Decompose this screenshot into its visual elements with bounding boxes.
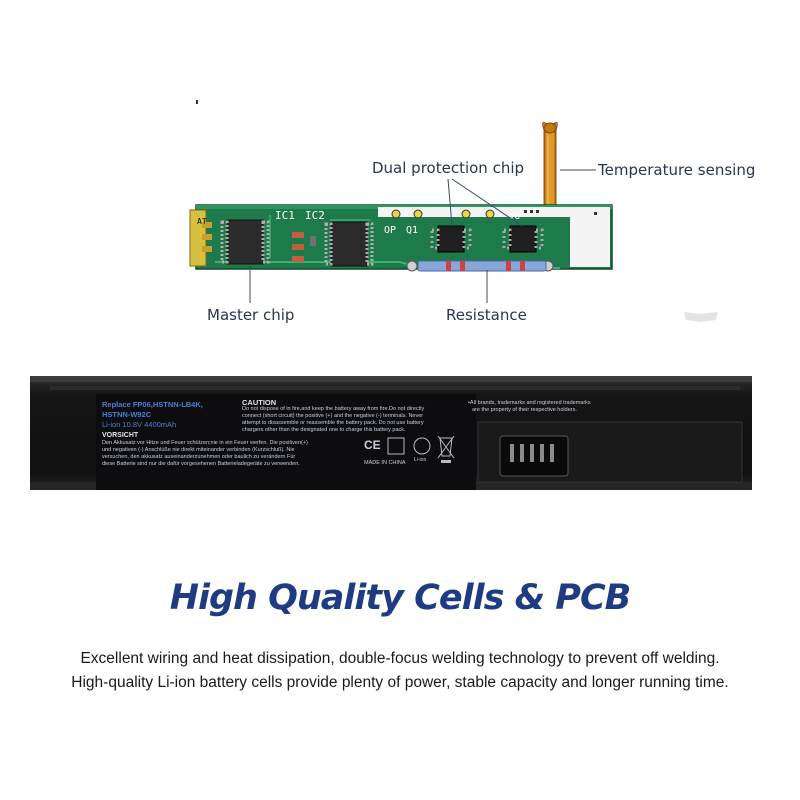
description-line-1: Excellent wiring and heat dissipation, d… [80, 650, 720, 667]
ce-mark: CE [364, 438, 381, 452]
made-in-china: MADE IN CHINA [364, 460, 406, 466]
trademark-line2: are the property of their respective hol… [472, 407, 577, 413]
vorsicht-line1: Den Akkusatz vor Hitze und Feuer schütze… [102, 440, 308, 446]
shunt-resistor [417, 260, 547, 272]
silk-ic1: IC1 [275, 209, 295, 222]
battery-replace-line1: Replace FP06,HSTNN-LB4K, [102, 400, 203, 409]
vorsicht-line4: diese Batterie sind nur die dafür vorges… [102, 461, 300, 467]
battery-body [30, 376, 752, 490]
headline: High Quality Cells & PCB [169, 578, 632, 618]
pcb-figure: IC1 IC2 OP Q1 VG AT Dual protection chip… [0, 0, 800, 340]
stray-mark [684, 312, 718, 322]
vorsicht-line2: und negativen (-) Anschlüße nie direkt m… [102, 447, 295, 453]
label-temperature-sensing: Temperature sensing [598, 161, 756, 179]
battery-pack: Replace FP06,HSTNN-LB4K, HSTNN-W92C Li-i… [30, 372, 752, 500]
silk-q1: Q1 [406, 225, 418, 236]
vorsicht-line3: versuchen, den akkusatz auseinanderzuneh… [102, 454, 296, 460]
caution-line1: Do not dispose of in fire,and keep the b… [242, 406, 425, 412]
silk-at: AT [197, 217, 207, 226]
trademark-line1: •All brands, trademarks and registered t… [468, 400, 591, 406]
label-resistance: Resistance [446, 306, 527, 324]
silk-vg: VG [509, 212, 520, 222]
battery-spec: Li-ion 10.8V 4400mAh [102, 420, 177, 429]
liion-mark: Li-ion [414, 457, 427, 463]
silk-op: OP [384, 225, 396, 236]
temperature-sensor [542, 121, 558, 211]
caution-line2: connect (short circuit) the positive (+)… [242, 413, 424, 419]
label-dual-protection-chip: Dual protection chip [372, 159, 525, 177]
pcb-diagram: IC1 IC2 OP Q1 VG AT [189, 100, 718, 322]
silk-ic2: IC2 [305, 209, 325, 222]
battery-replace-line2: HSTNN-W92C [102, 410, 152, 419]
vorsicht-title: VORSICHT [102, 432, 139, 439]
pcb-board [189, 204, 613, 272]
caution-line3: attempt to disassemble or reassemble the… [242, 420, 424, 426]
callout-lines [249, 169, 596, 303]
label-master-chip: Master chip [207, 306, 295, 324]
caution-title: CAUTION [242, 398, 277, 407]
description-line-2: High-quality Li-ion battery cells provid… [71, 674, 729, 691]
caution-line4: chargers other than the designated one t… [242, 427, 406, 433]
